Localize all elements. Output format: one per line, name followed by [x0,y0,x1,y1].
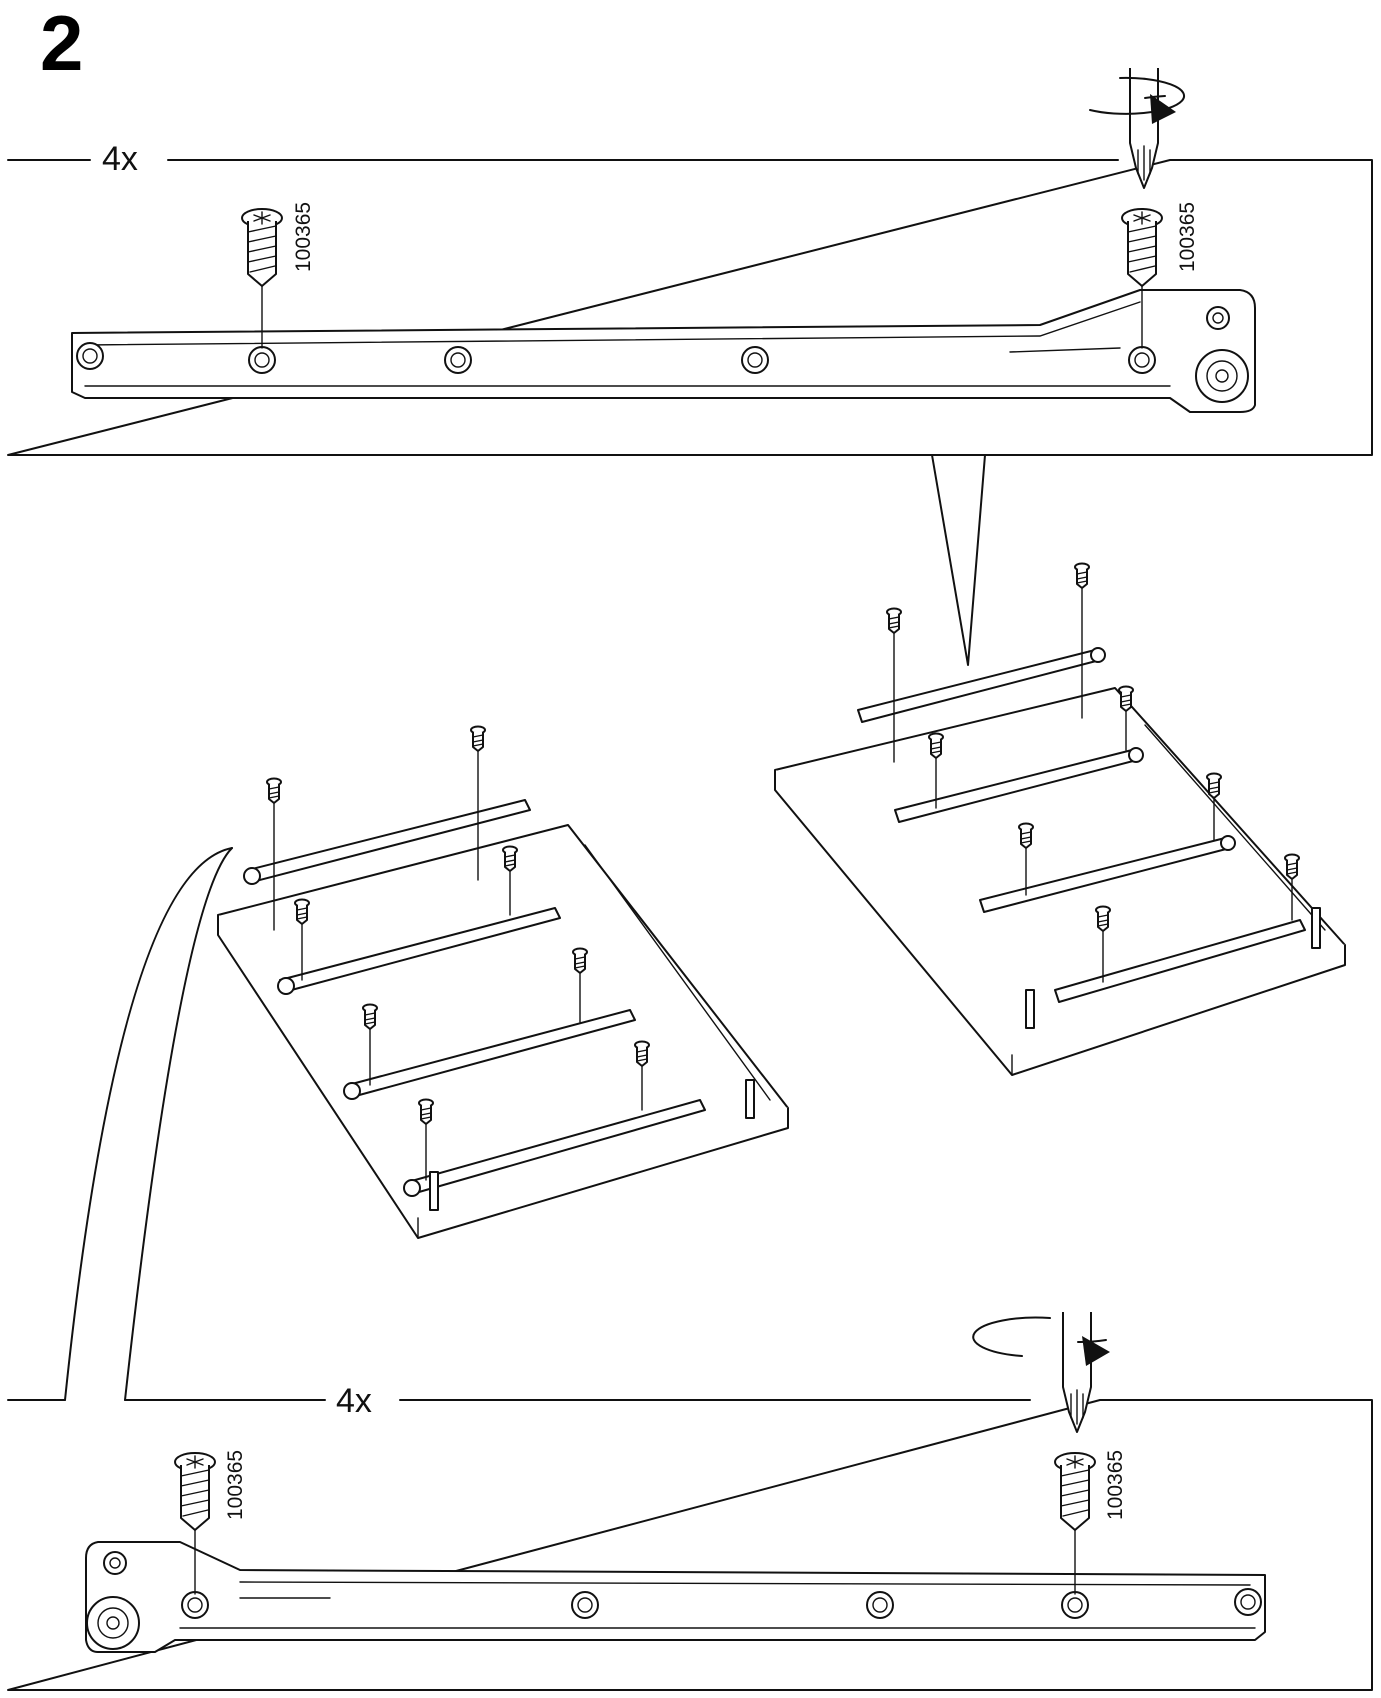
bottom-callout-curve-outer [64,847,233,1401]
bottom-screw-right-part-number: 100365 [1104,1450,1127,1520]
top-callout-wedge [931,454,986,666]
top-screw-left-part-number: 100365 [292,202,315,272]
bottom-screw-left-part-number: 100365 [224,1450,247,1520]
bottom-detail-panel: 4x 100365 100365 [7,1311,1373,1691]
top-detail-panel: 4x 100365 100365 [7,67,1373,456]
screwdriver-icon [1062,1311,1092,1433]
top-screw-right-part-number: 100365 [1176,202,1199,272]
screw-icon [174,1452,216,1595]
bottom-quantity-label: 4x [336,1382,372,1420]
bottom-callout-curve-inner [124,847,233,1401]
bottom-panel-frame [7,1399,1373,1691]
bottom-drawer-runner [85,1541,1266,1653]
rotation-arrow-icon [1089,76,1186,124]
rotation-arrow-icon [972,1316,1110,1366]
screw-icon [241,208,283,349]
screw-icon [1054,1452,1096,1595]
drawer-bottom-panel-left [217,725,789,1239]
step-number: 2 [40,0,83,87]
top-quantity-label: 4x [102,140,138,178]
screw-icon [1121,208,1163,349]
drawer-bottom-panel-right [774,562,1346,1076]
top-drawer-runner [71,289,1256,413]
